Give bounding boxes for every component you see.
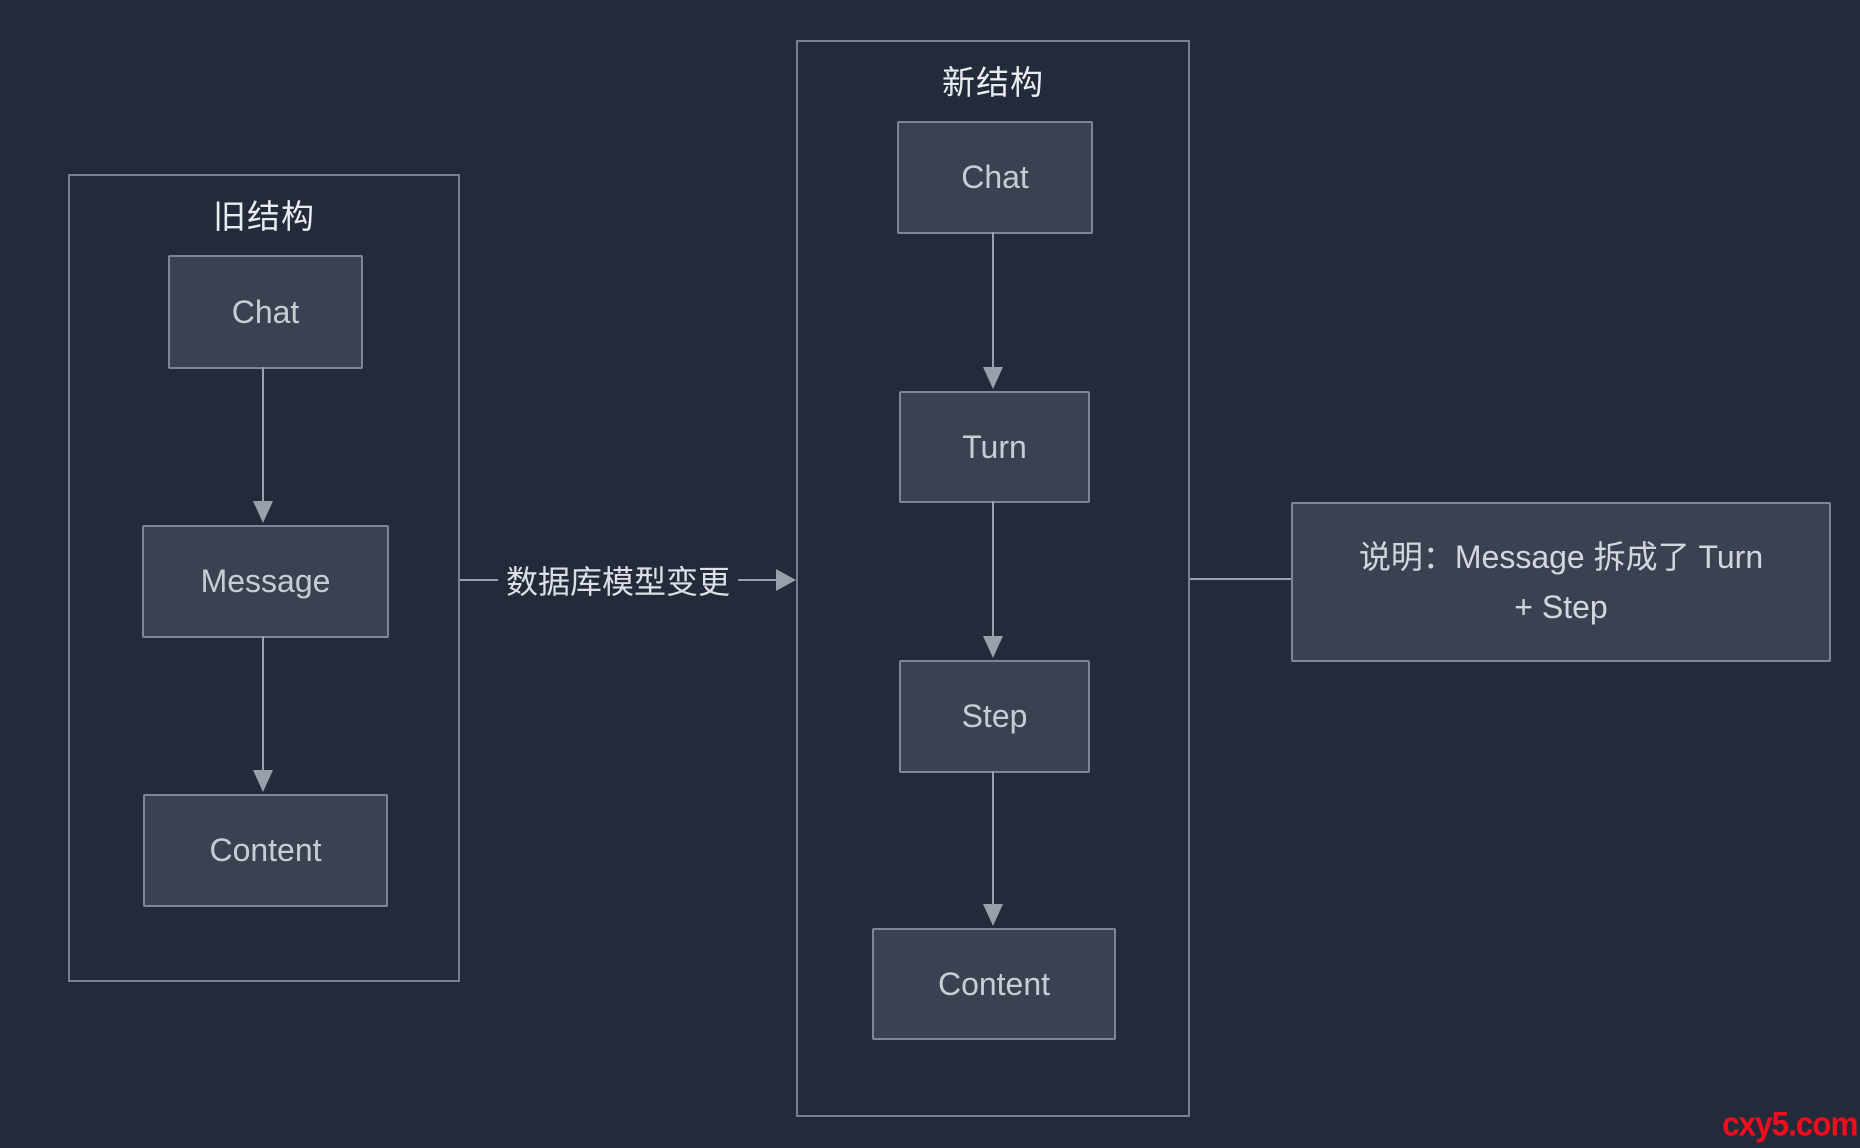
arrow-shaft xyxy=(738,579,777,581)
arrow-shaft xyxy=(992,771,994,904)
arrow-shaft xyxy=(262,636,264,770)
arrowhead-down-icon xyxy=(983,904,1003,926)
new-structure-title: 新结构 xyxy=(942,64,1044,101)
node-new-turn: Turn xyxy=(899,391,1090,503)
arrow-shaft xyxy=(460,579,498,581)
old-structure-title: 旧结构 xyxy=(213,198,315,235)
arrowhead-down-icon xyxy=(983,367,1003,389)
note-line-1: 说明：Message 拆成了 Turn xyxy=(1358,539,1764,575)
node-old-message: Message xyxy=(142,525,389,638)
node-new-content: Content xyxy=(872,928,1116,1040)
watermark-text: cxy5.com xyxy=(1721,1104,1858,1143)
arrow-shaft xyxy=(262,367,264,501)
note-connector-line xyxy=(1190,578,1292,580)
note-line-2: + Step xyxy=(1514,589,1608,625)
arrowhead-down-icon xyxy=(253,501,273,523)
node-new-step: Step xyxy=(899,660,1090,773)
transition-label: 数据库模型变更 xyxy=(506,564,731,600)
transition-arrow: 数据库模型变更 xyxy=(460,560,797,600)
old-structure-group: 旧结构 Chat Message Content xyxy=(68,174,460,982)
node-old-chat: Chat xyxy=(168,255,363,369)
arrowhead-right-icon xyxy=(776,569,797,591)
arrowhead-down-icon xyxy=(983,636,1003,658)
arrow-shaft xyxy=(992,501,994,636)
new-structure-group: 新结构 Chat Turn Step Content xyxy=(796,40,1190,1117)
node-new-chat: Chat xyxy=(897,121,1093,234)
arrowhead-down-icon xyxy=(253,770,273,792)
arrow-shaft xyxy=(992,232,994,367)
node-old-content: Content xyxy=(143,794,388,907)
note-box: 说明：Message 拆成了 Turn + Step xyxy=(1291,502,1831,662)
